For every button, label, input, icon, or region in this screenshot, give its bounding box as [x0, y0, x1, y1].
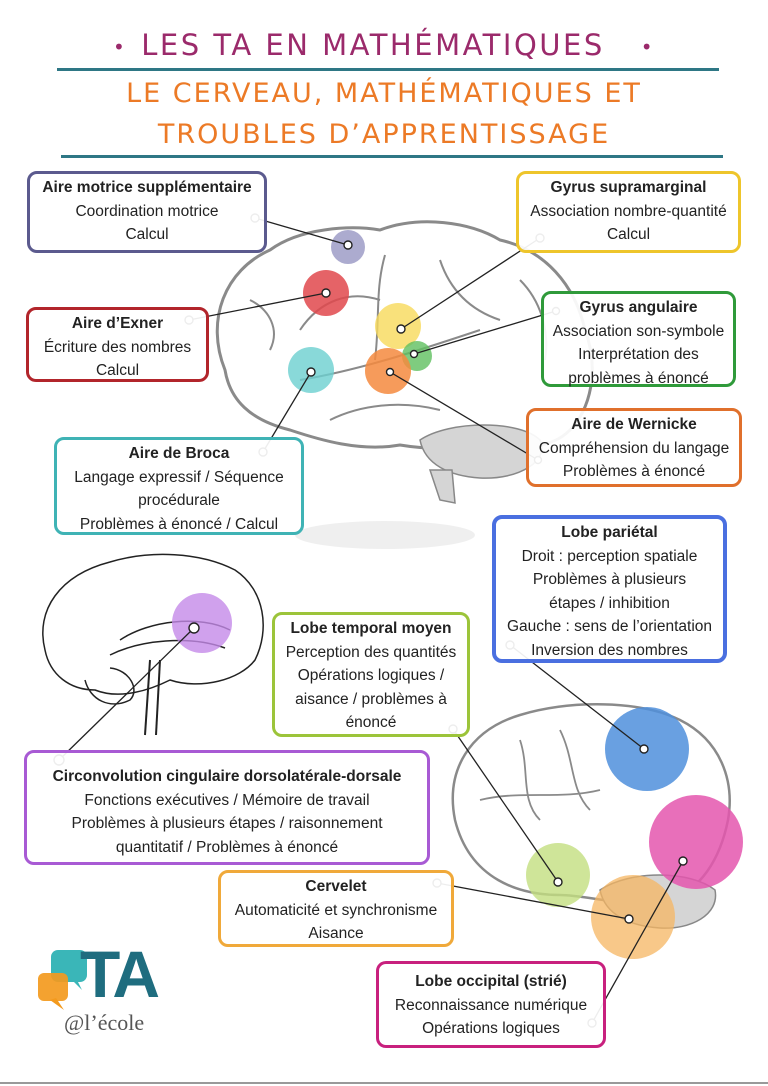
dot-lobe-temporal-moyen: [526, 843, 590, 907]
box-title: Circonvolution cingulaire dorsolatérale-…: [52, 768, 402, 785]
box-line: Problèmes à plusieurs étapes / raisonnem…: [71, 815, 383, 832]
box-title: Lobe occipital (strié): [415, 973, 567, 990]
box-line: Problèmes à énoncé / Calcul: [79, 515, 279, 533]
connector-lines: [58, 217, 684, 1024]
brain-shadow: [295, 521, 475, 549]
box-line: Problèmes à énoncé: [562, 463, 706, 480]
sagittal-brain: [42, 553, 264, 736]
box-title: Gyrus supramarginal: [550, 179, 707, 196]
box-line: Compréhension du langage: [538, 439, 730, 457]
main-title: • LES TA EN MATHÉMATIQUES •: [0, 28, 768, 62]
box-line: Coordination motrice: [75, 202, 219, 220]
box-gyrus-angulaire: Gyrus angulaire Association son-symbole …: [541, 291, 736, 387]
logo-subtext: @l’école: [64, 1010, 145, 1035]
bottom-divider: [0, 1082, 768, 1084]
box-cervelet: Cervelet Automaticité et synchronisme Ai…: [218, 870, 454, 947]
title-rule-bottom: [61, 155, 723, 158]
box-lobe-parietal: Lobe pariétal Droit : perception spatial…: [492, 515, 727, 663]
box-line: Inversion des nombres: [531, 641, 688, 659]
box-line: quantitatif / Problèmes à énoncé: [115, 838, 339, 856]
box-lobe-occipital: Lobe occipital (strié) Reconnaissance nu…: [376, 961, 606, 1048]
box-title: Cervelet: [305, 878, 367, 895]
box-aire-wernicke: Aire de Wernicke Compréhension du langag…: [526, 408, 742, 487]
box-line: Problèmes à plusieurs: [532, 571, 687, 588]
box-line: Association nombre-quantité: [530, 202, 727, 220]
box-title: Aire motrice supplémentaire: [42, 179, 252, 196]
main-title-text: LES TA EN MATHÉMATIQUES: [141, 28, 605, 62]
box-line: Calcul: [606, 226, 651, 243]
title-rule-top: [57, 68, 719, 71]
box-line: problèmes à énoncé: [568, 369, 709, 387]
dot-circonvolution: [172, 593, 232, 653]
box-line: Langage expressif / Séquence: [74, 468, 284, 486]
dot-lobe-occipital: [649, 795, 743, 889]
subtitle-line-2: TROUBLES D’APPRENTISSAGE: [157, 119, 611, 150]
box-line: aisance / problèmes à: [295, 690, 447, 708]
box-title: Lobe temporal moyen: [290, 620, 452, 637]
box-line: Droit : perception spatiale: [521, 547, 698, 565]
bullet-left: •: [112, 35, 128, 59]
box-title: Aire de Broca: [128, 445, 230, 462]
box-title: Aire d’Exner: [71, 315, 164, 332]
box-line: procédurale: [138, 492, 220, 509]
box-line: énoncé: [345, 714, 397, 731]
box-aire-exner: Aire d’Exner Écriture des nombres Calcul: [26, 307, 209, 382]
box-lobe-temporal-moyen: Lobe temporal moyen Perception des quant…: [272, 612, 470, 737]
box-aire-motrice: Aire motrice supplémentaire Coordination…: [27, 171, 267, 253]
box-line: Fonctions exécutives / Mémoire de travai…: [84, 791, 370, 809]
box-line: Gauche : sens de l’orientation: [506, 618, 713, 635]
box-title: Lobe pariétal: [561, 524, 658, 541]
box-line: Écriture des nombres: [43, 338, 192, 356]
box-line: étapes / inhibition: [549, 594, 670, 612]
box-line: Opérations logiques /: [297, 667, 445, 684]
box-title: Gyrus angulaire: [579, 299, 698, 316]
box-gyrus-supramarginal: Gyrus supramarginal Association nombre-q…: [516, 171, 741, 253]
speech-bubbles-icon: [38, 950, 87, 1010]
ta-logo: TA @l’école: [38, 937, 160, 1038]
box-line: Aisance: [308, 925, 364, 942]
box-line: Reconnaissance numérique: [394, 996, 588, 1014]
box-line: Calcul: [125, 226, 169, 243]
box-line: Interprétation des: [578, 346, 699, 363]
box-title: Aire de Wernicke: [571, 416, 697, 433]
bullet-right: •: [640, 35, 656, 59]
box-line: Perception des quantités: [285, 643, 457, 661]
box-line: Opérations logiques: [422, 1020, 560, 1037]
box-line: Association son-symbole: [552, 322, 725, 340]
box-circonvolution: Circonvolution cingulaire dorsolatérale-…: [24, 750, 430, 865]
box-aire-broca: Aire de Broca Langage expressif / Séquen…: [54, 437, 304, 535]
subtitle-line-1: LE CERVEAU, MATHÉMATIQUES ET: [126, 78, 642, 109]
box-line: Automaticité et synchronisme: [234, 901, 438, 919]
logo-text: TA: [80, 937, 160, 1011]
box-line: Calcul: [95, 362, 140, 379]
main-cerebellum: [419, 424, 543, 504]
